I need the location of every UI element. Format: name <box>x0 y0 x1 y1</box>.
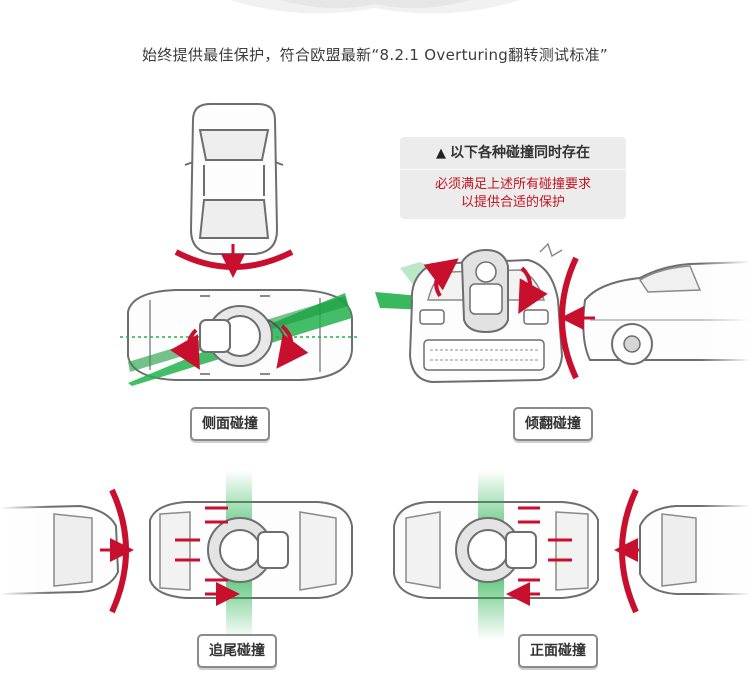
label-side-impact: 侧面碰撞 <box>190 407 270 441</box>
notice-box: ▲ 以下各种碰撞同时存在 必须满足上述所有碰撞要求 以提供合适的保护 <box>400 137 626 219</box>
rollover-striking-car <box>582 260 750 370</box>
notice-title-row: ▲ 以下各种碰撞同时存在 <box>400 137 626 170</box>
notice-line-1: 必须满足上述所有碰撞要求 <box>434 177 591 192</box>
page-header: 始终提供最佳保护，符合欧盟最新“8.2.1 Overturing翻转测试标准” <box>141 46 608 64</box>
warning-triangle-icon: ▲ <box>436 146 446 161</box>
rollover-red-arc <box>559 256 595 380</box>
front-impact-striking-car <box>639 500 750 600</box>
side-impact-car-horizontal <box>120 289 360 386</box>
label-front-impact: 正面碰撞 <box>518 634 598 668</box>
rear-impact-red-arc <box>100 488 134 614</box>
label-rollover: 倾翻碰撞 <box>513 407 593 441</box>
rear-impact-car <box>149 470 353 640</box>
side-impact-car-top <box>184 103 284 255</box>
top-decoration <box>230 0 520 14</box>
label-rear-impact: 追尾碰撞 <box>197 634 277 668</box>
front-impact-car <box>393 470 599 640</box>
notice-body: 必须满足上述所有碰撞要求 以提供合适的保护 <box>400 170 626 212</box>
rear-impact-striking-car <box>0 500 120 600</box>
side-impact-red-arc-top <box>174 244 294 278</box>
notice-line-2: 以提供合适的保护 <box>460 195 565 210</box>
rollover-car-front <box>375 242 564 384</box>
notice-title: 以下各种碰撞同时存在 <box>450 145 590 161</box>
